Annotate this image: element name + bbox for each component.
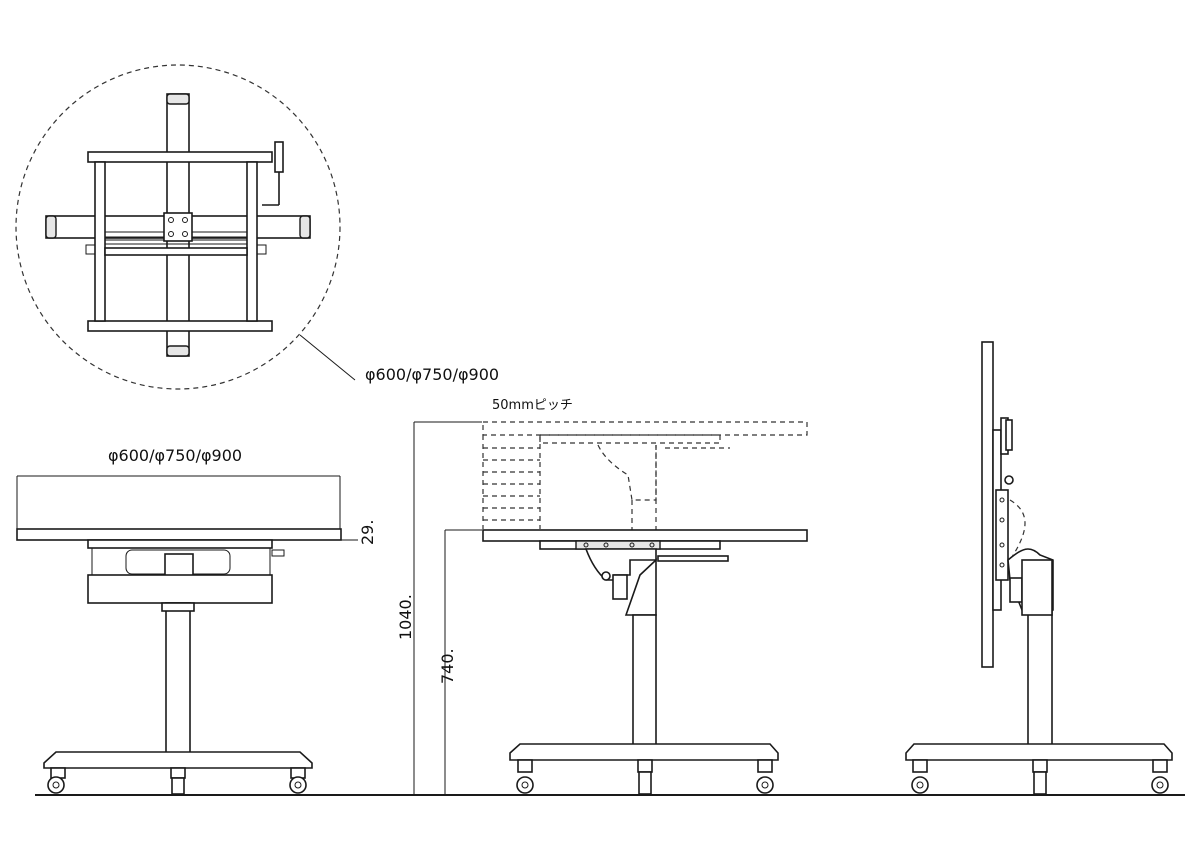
front-casters xyxy=(47,767,307,795)
tilted-base xyxy=(905,743,1173,761)
pitch-label: 50mmピッチ xyxy=(492,398,573,413)
front-mount-box xyxy=(87,574,273,604)
top-view: φ600/φ750/φ900 xyxy=(15,64,499,390)
thickness-label: 29. xyxy=(358,520,377,545)
tilted-handle xyxy=(1005,419,1013,451)
side-view-table: 1040. 740. 50mmピッチ xyxy=(396,398,808,795)
tilt-handle xyxy=(274,141,284,173)
raised-top-dashed xyxy=(482,421,808,436)
front-tabletop xyxy=(16,528,342,541)
side-column xyxy=(632,614,657,746)
side-view-tilted xyxy=(905,341,1173,795)
tilted-column xyxy=(1027,609,1053,746)
max-height-label: 1040. xyxy=(396,594,415,640)
tabletop-outline-circle xyxy=(15,64,341,390)
side-tabletop xyxy=(482,529,808,542)
top-view-frame-bottom xyxy=(87,320,273,332)
side-casters xyxy=(516,759,774,795)
top-view-frame-top xyxy=(87,151,273,163)
leader-line xyxy=(299,334,356,381)
tilted-tabletop xyxy=(981,341,994,668)
top-view-diameter-label: φ600/φ750/φ900 xyxy=(365,365,499,384)
center-plate xyxy=(163,212,193,242)
side-handle xyxy=(657,555,729,562)
tilted-casters xyxy=(911,759,1169,795)
side-base xyxy=(509,743,779,761)
front-column xyxy=(165,602,191,754)
front-diameter-label: φ600/φ750/φ900 xyxy=(108,446,242,465)
front-base xyxy=(43,751,313,769)
front-view: φ600/φ750/φ900 29. xyxy=(16,446,377,795)
min-height-label: 740. xyxy=(438,648,457,684)
